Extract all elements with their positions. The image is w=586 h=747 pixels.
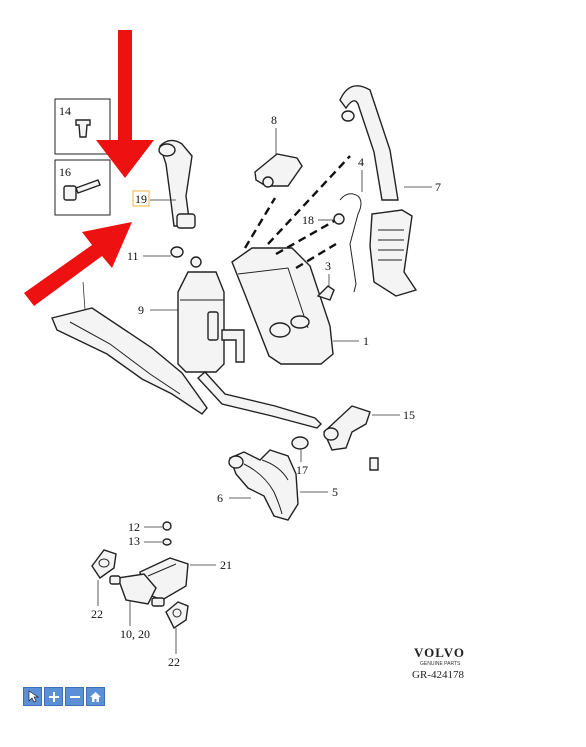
callout-8: 8 [271,113,277,127]
part-5-6-hoses: 5 6 [217,449,338,521]
part-22-gasket-left: 22 [91,549,117,621]
inset-part-16: 16 [54,159,111,216]
callout-13: 13 [128,534,140,548]
part-7-hose: 7 [339,85,441,297]
part-12-screw: 12 [128,520,172,534]
part-18-clip: 18 [302,213,345,227]
part-8-sensor: 8 [254,113,303,188]
callout-15: 15 [403,408,415,422]
callout-22-right: 22 [168,655,180,669]
zoom-out-icon [69,695,80,698]
cursor-icon [28,690,39,703]
callout-12: 12 [128,520,140,534]
callout-18: 18 [302,213,314,227]
callout-22-left: 22 [91,607,103,621]
dashed-connectors [243,155,351,270]
zoom-in-icon [48,691,59,702]
mounting-bracket [51,281,208,415]
part-13-washer: 13 [128,534,172,548]
callout-10-20: 10, 20 [120,627,150,641]
callout-19-highlight [132,190,150,207]
callout-7: 7 [435,180,441,194]
callout-14: 14 [59,104,71,118]
callout-19: 19 [135,192,147,206]
part-1-evap-box: 1 [231,247,369,365]
callout-16: 16 [59,165,71,179]
callout-17: 17 [296,463,308,477]
volvo-logo: VOLVO [414,645,465,660]
diagram-toolbar [23,687,105,706]
part-19-tube: 19 [132,139,196,229]
part-15-connector: 15 [323,405,415,471]
inset-part-14: 14 [54,98,111,155]
callout-9: 9 [138,303,144,317]
red-arrow-down-icon [96,30,154,178]
callout-1: 1 [363,334,369,348]
part-17-clamp: 17 [291,436,309,477]
select-tool-button[interactable] [23,687,42,706]
callout-3: 3 [325,259,331,273]
zoom-in-button[interactable] [44,687,63,706]
diagram-code: GR-424178 [412,669,464,681]
home-icon [90,691,101,702]
part-4-pipe: 4 [339,155,364,293]
callout-11: 11 [127,249,139,263]
part-10-20-valve: 10, 20 [109,573,165,641]
part-22-gasket-right: 22 [165,601,189,669]
genuine-parts-label: GENUINE PARTS [420,661,461,667]
callout-4: 4 [358,155,364,169]
callout-6: 6 [217,491,223,505]
red-arrow-diagonal-icon [24,222,132,306]
callout-5: 5 [332,485,338,499]
part-3-bracket: 3 [316,259,335,301]
part-11-grommet: 11 [127,246,202,268]
part-9-canister: 9 [138,271,322,429]
volvo-brand: VOLVO GENUINE PARTS GR-424178 [412,645,465,681]
home-button[interactable] [86,687,105,706]
callout-21: 21 [220,558,232,572]
zoom-out-button[interactable] [65,687,84,706]
